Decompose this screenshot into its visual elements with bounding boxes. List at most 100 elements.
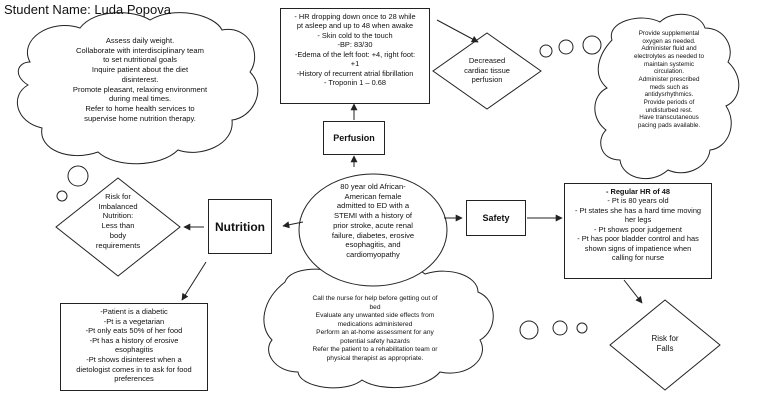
nutrition-diagnosis-text: Risk for Imbalanced Nutrition: Less than… (78, 192, 158, 250)
summary-line: American female (344, 191, 402, 201)
data-line: -Pt only eats 50% of her food (85, 326, 183, 336)
diagnosis-line: Imbalanced (98, 201, 138, 211)
nutrition-interventions-cloud (17, 12, 259, 165)
intervention-line: Provide periods of (643, 99, 695, 107)
intervention-line: to set nutritional goals (103, 55, 177, 65)
diagnosis-line: Risk for (651, 334, 679, 343)
arrow-nutrition-to-data (181, 261, 207, 301)
thought-bubble (519, 320, 539, 340)
intervention-line: supervise home nutrition therapy. (84, 113, 196, 123)
intervention-line: Perform an at-home assessment for any (316, 329, 434, 337)
arrow-perfusion-data-to-diagnosis (436, 19, 479, 43)
thought-bubble (67, 165, 89, 187)
data-line: -History of recurrent atrial fibrillatio… (296, 68, 414, 78)
arrow-safety-data-to-diagnosis (623, 279, 643, 304)
intervention-line: disinterest. (121, 74, 159, 84)
data-line: shown signs of impatience when (584, 243, 692, 253)
intervention-line: Have transcutaneous (639, 114, 699, 122)
thought-bubble (558, 39, 574, 55)
data-line: - HR dropping down once to 28 while (294, 12, 416, 21)
perfusion-label: Perfusion (333, 133, 375, 143)
data-line: -Edema of the left foot: +4, right foot: (294, 49, 416, 59)
thought-bubble (539, 44, 553, 58)
diagnosis-line: cardiac tissue (464, 65, 510, 75)
nutrition-diagnosis-diamond (55, 177, 181, 277)
safety-diagnosis-diamond (609, 299, 721, 391)
intervention-line: Inquire patient about the diet (91, 65, 189, 75)
perfusion-diagnosis-diamond (432, 32, 542, 110)
intervention-line: Provide supplemental (638, 30, 700, 37)
diagnosis-line: perfusion (471, 75, 503, 85)
intervention-line: antidysrhythmics. (644, 91, 694, 99)
diagnosis-line: Falls (656, 344, 674, 354)
intervention-line: potential safety hazards (340, 337, 410, 345)
data-line: -Pt shows disinterest when a (86, 354, 182, 364)
perfusion-interventions-cloud (594, 13, 740, 180)
diagnosis-line: Less than (101, 221, 135, 231)
data-line: - Pt has poor bladder control and has (577, 234, 699, 244)
data-line: +1 (350, 59, 360, 69)
perfusion-diagnosis-text: Decreased cardiac tissue perfusion (447, 56, 527, 85)
intervention-line: Refer to home health services to (85, 104, 195, 114)
data-line: - Pt shows poor judgement (594, 224, 682, 234)
intervention-line: oxygen as needed. (642, 37, 696, 45)
summary-line: failure, diabetes, erosive (331, 230, 415, 240)
intervention-line: Collaborate with interdisciplinary team (76, 45, 204, 55)
summary-line: 80 year old African- (340, 182, 406, 191)
diagnosis-line: Nutrition: (102, 211, 134, 221)
data-line: her legs (624, 215, 652, 225)
summary-line: prior stroke, acute renal (333, 220, 413, 230)
nutrition-label-box: Nutrition (208, 199, 272, 254)
thought-bubble (552, 320, 568, 336)
diagnosis-line: Decreased (468, 56, 506, 65)
intervention-line: physical therapist as appropriate. (326, 354, 424, 362)
data-line: esophagitis (115, 345, 153, 355)
patient-summary-oval (298, 173, 448, 287)
diagnosis-line: requirements (95, 240, 141, 250)
intervention-line: bed (369, 303, 381, 311)
intervention-line: Evaluate any unwanted side effects from (315, 312, 435, 320)
intervention-line: Promote pleasant, relaxing environment (72, 84, 208, 94)
intervention-line: Call the nurse for help before getting o… (312, 295, 438, 302)
intervention-line: Administer fluid and (641, 45, 697, 53)
intervention-line: medications administered (337, 320, 413, 328)
data-line: - Pt is 80 years old (607, 196, 669, 206)
intervention-line: pacing pads available. (637, 122, 701, 130)
safety-label: Safety (482, 213, 510, 223)
safety-diagnosis-text: Risk for Falls (630, 334, 700, 354)
summary-line: cardiomyopathy (346, 250, 400, 260)
intervention-line: Administer prescribed (638, 76, 700, 84)
data-line: -Patient is a diabetic (100, 307, 168, 316)
intervention-line: undisturbed rest. (645, 106, 693, 114)
safety-data-box: - Regular HR of 48 - Pt is 80 years old … (564, 183, 712, 279)
intervention-line: meds such as (649, 83, 689, 91)
perfusion-label-box: Perfusion (323, 121, 385, 155)
student-name: Student Name: Luda Popova (4, 2, 171, 17)
intervention-line: circulation. (653, 68, 685, 76)
nutrition-label: Nutrition (215, 219, 265, 234)
data-line: -BP: 83/30 (337, 40, 373, 50)
data-line: - Pt states she has a hard time moving (574, 205, 702, 215)
patient-summary-text: 80 year old African- American female adm… (312, 182, 434, 260)
intervention-line: Refer the patient to a rehabilitation te… (312, 346, 438, 354)
nutrition-interventions-text: Assess daily weight. Collaborate with in… (40, 36, 240, 123)
perfusion-interventions-text: Provide supplemental oxygen as needed. A… (610, 30, 728, 130)
summary-line: esophagitis, and (345, 240, 401, 250)
intervention-line: maintain systemic (643, 60, 695, 68)
intervention-line: Assess daily weight. (105, 36, 175, 45)
perfusion-data-box: - HR dropping down once to 28 while pt a… (280, 8, 430, 104)
thought-bubble (56, 190, 68, 202)
data-line: preferences (114, 374, 154, 384)
data-line: pt asleep and up to 48 when awake (296, 21, 414, 31)
thought-bubble (576, 322, 588, 334)
safety-label-box: Safety (466, 200, 526, 236)
arrow-center-to-nutrition (282, 221, 304, 229)
diagnosis-line: Risk for (105, 192, 131, 201)
intervention-line: electrolytes as needed to (633, 53, 704, 61)
intervention-line: during meal times. (108, 94, 172, 104)
data-line: -Pt is a vegetarian (103, 316, 165, 326)
summary-line: admitted to ED with a (336, 201, 410, 211)
nutrition-data-box: -Patient is a diabetic -Pt is a vegetari… (60, 303, 208, 391)
safety-interventions-text: Call the nurse for help before getting o… (275, 295, 475, 364)
